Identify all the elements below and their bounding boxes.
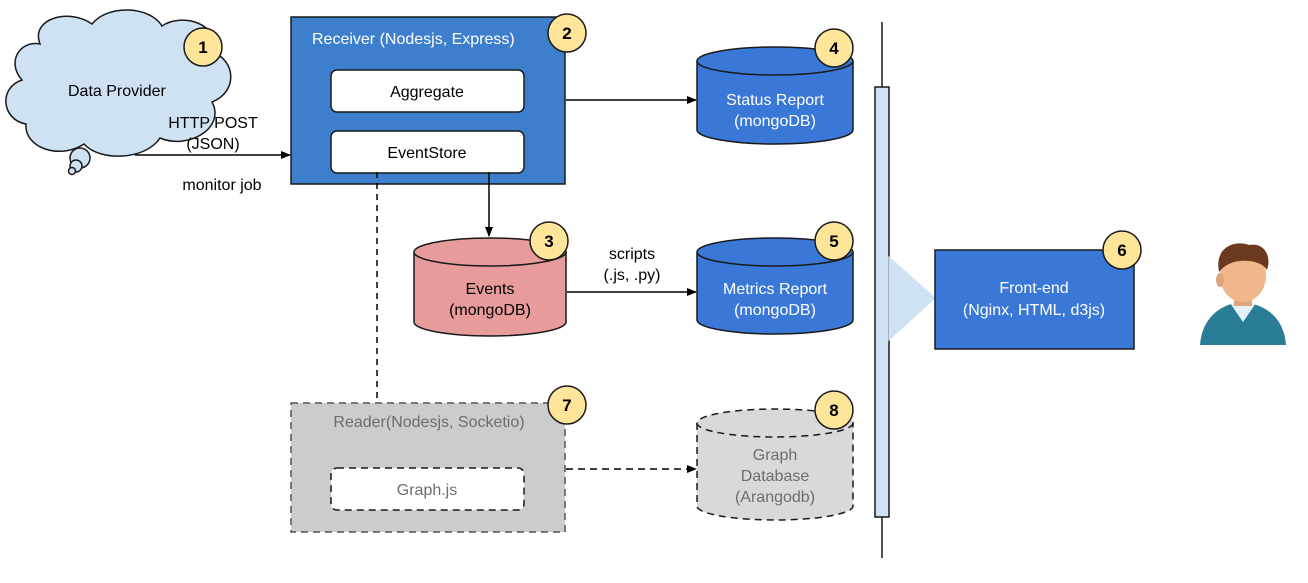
receiver-title: Receiver (Nodesjs, Express)	[312, 31, 515, 48]
events-label-1: Events	[466, 281, 515, 298]
badge-5: 5	[814, 221, 854, 261]
pipe-arrow-head	[888, 255, 936, 342]
reader-node: Reader(Nodesjs, Socketio) Graph.js	[290, 402, 566, 533]
graphdb-label-1: Graph	[753, 447, 797, 464]
avatar-hair	[1218, 243, 1269, 272]
metrics-db-node: Metrics Report (mongoDB)	[696, 237, 854, 335]
badge-7: 7	[547, 385, 587, 425]
status-label-1: Status Report	[726, 92, 824, 109]
eventstore-label: EventStore	[387, 145, 466, 162]
aggregate-label: Aggregate	[390, 84, 464, 101]
graphjs-box	[330, 467, 525, 511]
badge-8-label: 8	[829, 401, 838, 420]
graphdb-cylinder-body	[696, 423, 854, 521]
avatar-shoulders	[1200, 302, 1286, 345]
avatar-face	[1220, 250, 1266, 302]
frontend-node: Front-end (Nginx, HTML, d3js)	[934, 249, 1135, 350]
pipe-bar	[874, 86, 890, 518]
badge-7-label: 7	[562, 396, 571, 415]
edge-label-http-post: HTTP POST	[168, 115, 258, 132]
status-db-node: Status Report (mongoDB)	[696, 46, 854, 145]
events-label-2: (mongoDB)	[449, 302, 531, 319]
data-provider-node: Data Provider	[5, 9, 232, 176]
badge-2-label: 2	[562, 24, 571, 43]
events-cylinder-top	[413, 237, 567, 267]
graphdb-cylinder-top	[696, 408, 854, 438]
events-db-node: Events (mongoDB)	[413, 237, 567, 337]
receiver-node: Receiver (Nodesjs, Express) Aggregate Ev…	[290, 16, 566, 185]
events-cylinder-body	[413, 252, 567, 337]
graphdb-label-2: Database	[741, 468, 810, 485]
metrics-cylinder-body	[696, 252, 854, 335]
status-label-2: (mongoDB)	[734, 113, 816, 130]
graph-db-node: Graph Database (Arangodb)	[696, 408, 854, 521]
edge-label-monitor-job: monitor job	[182, 177, 261, 194]
metrics-cylinder-top	[696, 237, 854, 267]
badge-6: 6	[1102, 230, 1142, 270]
frontend-label-1: Front-end	[999, 280, 1068, 297]
aggregate-box	[330, 69, 525, 113]
status-cylinder-body	[696, 61, 854, 145]
eventstore-box	[330, 130, 525, 174]
badge-2: 2	[547, 13, 587, 53]
metrics-label-1: Metrics Report	[723, 281, 828, 298]
edge-label-scripts: scripts	[609, 246, 655, 263]
graphjs-label: Graph.js	[397, 482, 457, 499]
edge-label-json: (JSON)	[186, 136, 239, 153]
data-pipe	[874, 22, 936, 558]
frontend-box	[934, 249, 1135, 350]
badge-3-label: 3	[544, 232, 553, 251]
badge-1: 1	[183, 27, 223, 67]
avatar-ear	[1216, 273, 1224, 287]
badge-6-label: 6	[1117, 241, 1126, 260]
frontend-label-2: (Nginx, HTML, d3js)	[963, 302, 1105, 319]
data-provider-cloud	[5, 9, 232, 157]
thought-bubble-small	[67, 166, 77, 176]
badge-8: 8	[814, 390, 854, 430]
data-provider-label: Data Provider	[68, 83, 166, 100]
graphdb-label-3: (Arangodb)	[735, 489, 815, 506]
badge-5-label: 5	[829, 232, 838, 251]
badge-1-label: 1	[198, 38, 207, 57]
badge-4-label: 4	[829, 39, 839, 58]
avatar-collar	[1230, 303, 1256, 322]
status-cylinder-top	[696, 46, 854, 76]
metrics-label-2: (mongoDB)	[734, 302, 816, 319]
edge-label-js-py: (.js, .py)	[604, 267, 661, 284]
badge-3: 3	[529, 221, 569, 261]
badge-4: 4	[814, 28, 854, 68]
user-avatar-icon	[1200, 243, 1286, 345]
reader-title: Reader(Nodesjs, Socketio)	[333, 414, 524, 431]
